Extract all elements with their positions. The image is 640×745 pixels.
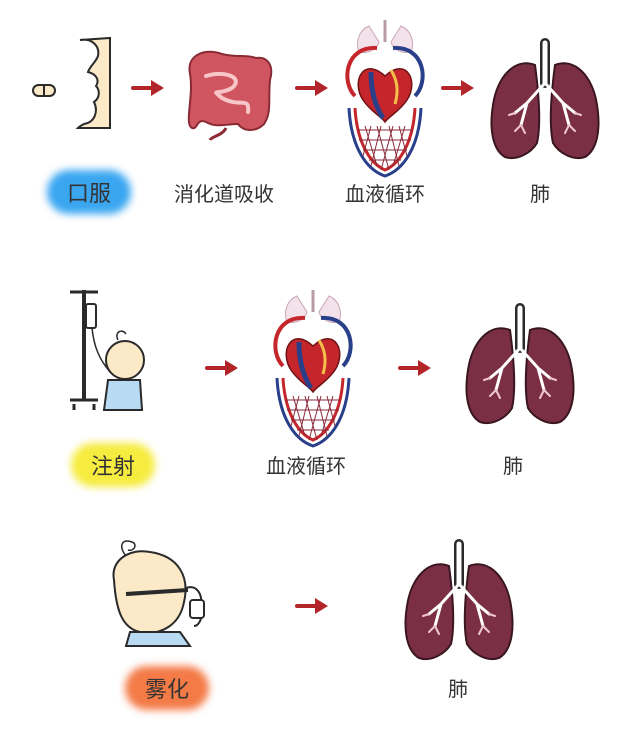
tag-atomize: 雾化 bbox=[124, 666, 210, 710]
arrow-icon bbox=[398, 358, 433, 378]
tag-oral: 口服 bbox=[46, 170, 132, 214]
step-label: 肺 bbox=[530, 182, 550, 206]
tag-oral-text: 口服 bbox=[66, 182, 112, 207]
intestine-icon bbox=[187, 50, 273, 141]
step-label: 肺 bbox=[448, 677, 468, 701]
face-profile-icon bbox=[75, 36, 111, 129]
arrow-icon bbox=[295, 596, 330, 616]
step-label: 血液循环 bbox=[345, 182, 425, 206]
step-label: 肺 bbox=[503, 454, 523, 478]
arrow-icon bbox=[295, 78, 330, 98]
nebulizer-child-icon bbox=[112, 540, 205, 647]
step-label: 血液循环 bbox=[266, 454, 346, 478]
arrow-icon bbox=[131, 78, 166, 98]
arrow-icon bbox=[441, 78, 476, 98]
circulation-icon bbox=[347, 20, 422, 176]
lung-icon bbox=[492, 43, 599, 158]
pill-icon bbox=[32, 84, 56, 97]
tag-injection-text: 注射 bbox=[90, 455, 136, 480]
step-label: 消化道吸收 bbox=[174, 182, 274, 206]
circulation-icon bbox=[275, 290, 350, 446]
lung-icon bbox=[406, 544, 513, 659]
tag-injection: 注射 bbox=[70, 443, 156, 487]
tag-atomize-text: 雾化 bbox=[144, 678, 190, 703]
iv-drip-child-icon bbox=[70, 290, 145, 411]
arrow-icon bbox=[205, 358, 240, 378]
lung-icon bbox=[467, 308, 574, 423]
